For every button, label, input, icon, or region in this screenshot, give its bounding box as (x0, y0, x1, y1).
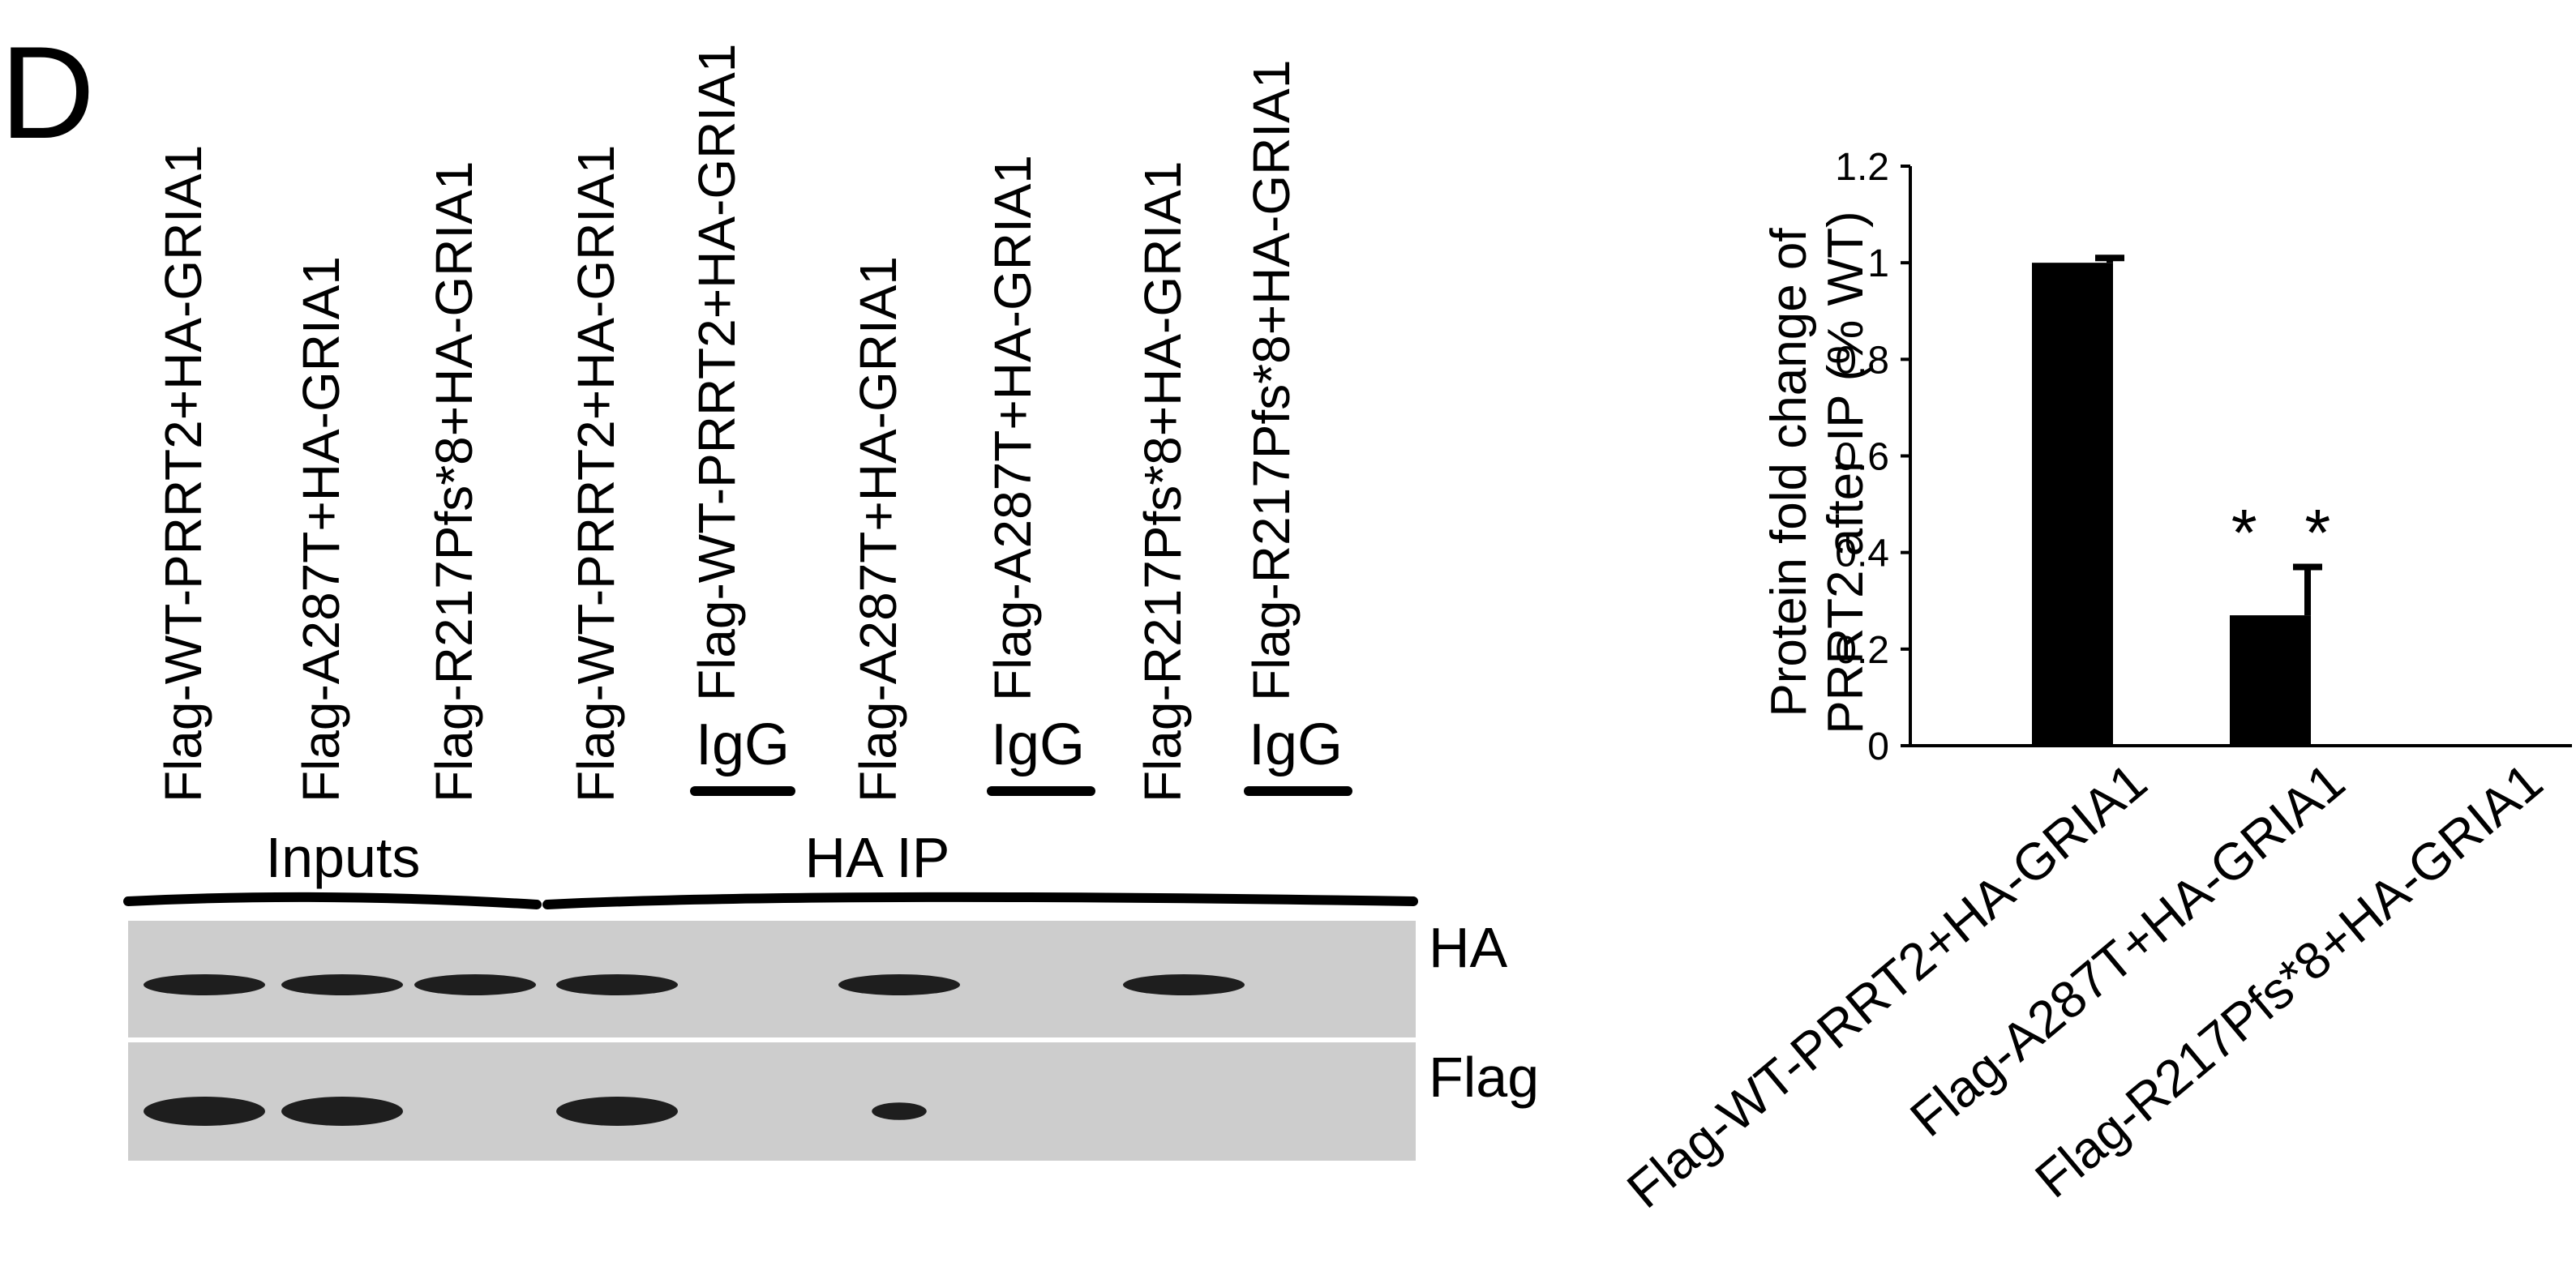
y-axis-label-line-2: PRRT2 after IP (% WT) (1818, 211, 1874, 734)
y-tick-label: 0.8 (1835, 339, 1889, 382)
lane-label-6: Flag-A287T+HA-GRIA1 (849, 256, 907, 802)
igg-label-3: IgG (1249, 712, 1343, 777)
blot-band-flag-lane-4 (556, 1097, 678, 1126)
blot-band-flag-lane-6 (872, 1102, 927, 1120)
blot-bands-flag (144, 1097, 927, 1126)
bar (2032, 263, 2113, 747)
blot-label-flag: Flag (1429, 1046, 1539, 1109)
igg-label-1: IgG (696, 712, 790, 777)
bar-chart: 0 0.2 0.4 0.6 0.8 1 1.2 * * Protein fold chang… (1616, 146, 2572, 1219)
blot-band-flag-lane-2 (281, 1097, 403, 1126)
y-tick-label: 0.6 (1835, 436, 1889, 479)
blot-band-ha-lane-3 (414, 974, 536, 995)
blot-bands-ha (144, 974, 1245, 995)
igg-label-2: IgG (991, 712, 1085, 777)
lane-label-8: Flag-R217Pfs*8+HA-GRIA1 (1134, 161, 1192, 802)
bars: * * (2032, 255, 2346, 747)
y-ticks: 0 0.2 0.4 0.6 0.8 1 1.2 (1835, 146, 1910, 768)
y-tick-label: 1.2 (1835, 146, 1889, 189)
lane-label-1: Flag-WT-PRRT2+HA-GRIA1 (154, 145, 212, 802)
lane-label-9: Flag-R217Pfs*8+HA-GRIA1 (1242, 60, 1301, 701)
y-axis-label-line-1: Protein fold change of (1761, 228, 1817, 717)
blot-band-ha-lane-2 (281, 974, 403, 995)
significance-marker: * * (2231, 497, 2346, 571)
bar (2230, 615, 2311, 746)
igg-bar-2 (987, 786, 1095, 796)
group-bracket-inputs (123, 892, 542, 909)
group-label-inputs: Inputs (266, 826, 421, 889)
blot-band-ha-lane-6 (838, 974, 960, 995)
lane-label-3: Flag-R217Pfs*8+HA-GRIA1 (425, 161, 483, 802)
igg-bar-3 (1244, 786, 1352, 796)
lane-label-7: Flag-A287T+HA-GRIA1 (984, 155, 1042, 701)
y-tick-label: 0 (1867, 725, 1889, 768)
blot-band-ha-lane-8 (1123, 974, 1245, 995)
blot-band-flag-lane-1 (144, 1097, 265, 1126)
blot-label-ha: HA (1429, 916, 1508, 979)
y-tick-label: 0.4 (1835, 533, 1889, 575)
lane-label-4: Flag-WT-PRRT2+HA-GRIA1 (567, 145, 625, 802)
lane-label-5: Flag-WT-PRRT2+HA-GRIA1 (688, 44, 746, 701)
panel-label: D (0, 19, 95, 166)
group-bracket-ha-ip (542, 892, 1418, 909)
blot-band-ha-lane-1 (144, 974, 265, 995)
y-tick-label: 0.2 (1835, 629, 1889, 672)
group-label-ha-ip: HA IP (805, 826, 950, 889)
igg-bar-1 (690, 786, 795, 796)
x-tick-labels: Flag-WT-PRRT2+HA-GRIA1Flag-A287T+HA-GRIA… (1616, 752, 2553, 1220)
blot-band-ha-lane-4 (556, 974, 678, 995)
y-tick-label: 1 (1867, 242, 1889, 285)
lane-label-2: Flag-A287T+HA-GRIA1 (292, 256, 350, 802)
